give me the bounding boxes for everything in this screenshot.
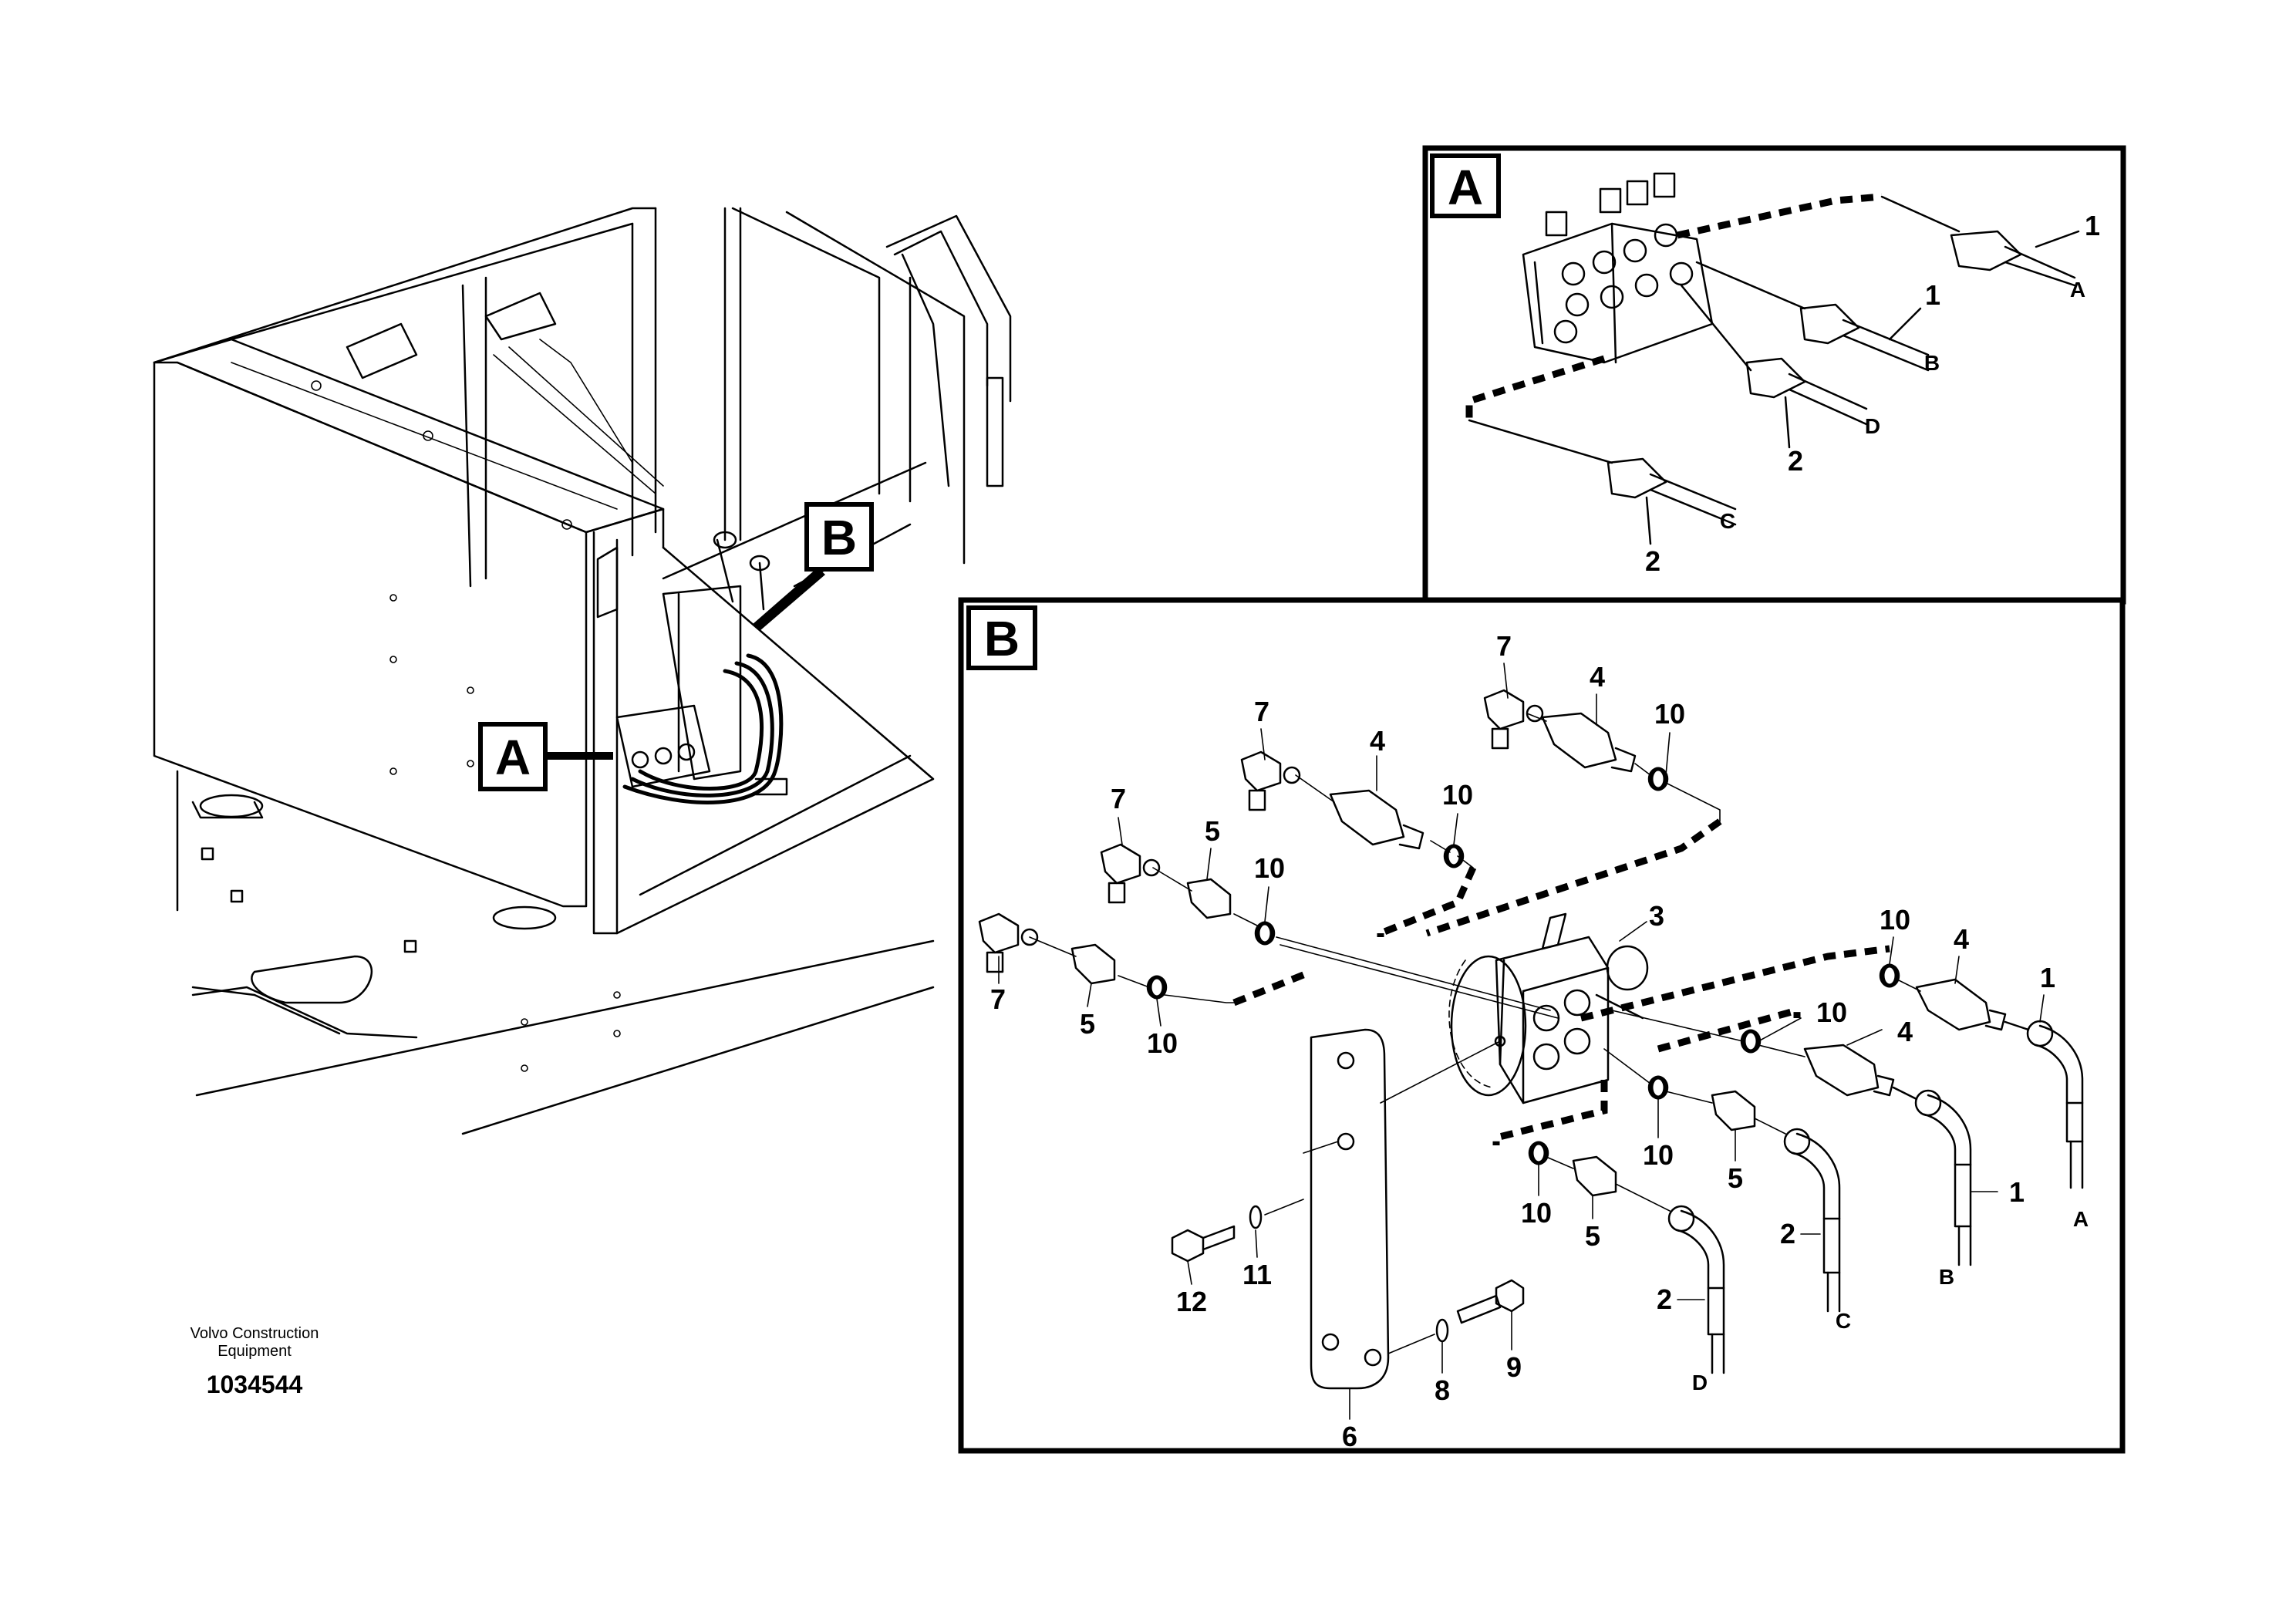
- frame-structure: [153, 207, 1012, 935]
- nipple-right-c: [1603, 1048, 1841, 1313]
- detail-b-callout-4: 7: [1254, 696, 1269, 727]
- detail-b-callout-5: 4: [1370, 725, 1385, 757]
- footer: Volvo Construction Equipment 1034544: [190, 1325, 319, 1398]
- detail-a-callout-4: 2: [1645, 545, 1660, 577]
- overview-label-a: A: [495, 730, 531, 785]
- bolt-9: [1456, 1279, 1525, 1324]
- detail-a-hose-d: [1680, 284, 1868, 426]
- elbow-fitting-2: [1240, 750, 1301, 811]
- control-valve-assembly: [615, 531, 788, 804]
- detail-b-letter-a: A: [2073, 1207, 2089, 1231]
- elbow-fitting-3: [1100, 843, 1161, 904]
- detail-b-callout-14: 10: [1880, 904, 1910, 936]
- company-name-line2: Equipment: [217, 1343, 292, 1360]
- detail-b-callout-25: 2: [1657, 1283, 1672, 1315]
- washer-11: [1249, 1199, 1304, 1229]
- detail-b-title: B: [984, 611, 1020, 666]
- overview-illustration: [153, 207, 1012, 1135]
- detail-b-panel: B: [958, 597, 2126, 1454]
- detail-b-letter-b: B: [1939, 1265, 1954, 1289]
- detail-a-letter-b: B: [1924, 351, 1940, 375]
- lower-frame: [191, 794, 935, 1135]
- detail-b-callout-22: 10: [1521, 1197, 1552, 1229]
- detail-b-callout-29: 8: [1435, 1374, 1450, 1406]
- detail-b-callout-18: 4: [1897, 1016, 1913, 1047]
- detail-b-callout-3: 10: [1654, 698, 1685, 730]
- detail-a-panel: A: [1422, 145, 2126, 605]
- detail-b-callout-6: 10: [1442, 779, 1473, 811]
- washer-8: [1387, 1318, 1449, 1354]
- drawing-number: 1034544: [207, 1371, 303, 1398]
- overview-label-b: B: [821, 510, 857, 565]
- detail-a-title: A: [1448, 160, 1483, 215]
- detail-b-callout-21: 1: [2009, 1176, 2025, 1208]
- detail-a-callout-3: 2: [1788, 445, 1803, 477]
- overview-callout-b: B: [752, 502, 874, 631]
- detail-a-hose-b: [1695, 261, 1930, 372]
- detail-b-callout-19: 10: [1643, 1139, 1674, 1171]
- cabinet: [153, 338, 665, 935]
- bracket: [1303, 1028, 1501, 1390]
- detail-a-letter-d: D: [1865, 414, 1880, 438]
- detail-a-hose-a: [1880, 195, 2076, 287]
- detail-b-callout-17: 10: [1816, 996, 1847, 1028]
- detail-a-callout-2: 1: [1925, 279, 1940, 311]
- o-rings: [1148, 767, 1899, 1165]
- detail-b-callout-15: 4: [1954, 923, 1969, 955]
- detail-b-callout-13: 3: [1649, 900, 1664, 932]
- company-name-line1: Volvo Construction: [190, 1325, 319, 1342]
- detail-b-callout-12: 10: [1147, 1027, 1178, 1059]
- adapter-right-b: [1611, 1010, 1972, 1266]
- detail-a-letter-c: C: [1720, 509, 1735, 533]
- detail-b-callout-7: 7: [1111, 783, 1126, 814]
- detail-a-hose-c: [1468, 419, 1737, 526]
- overview-callout-a: A: [478, 722, 613, 791]
- detail-b-callout-16: 1: [2040, 962, 2055, 993]
- detail-b-callout-23: 5: [1585, 1220, 1600, 1252]
- detail-b-callout-28: 6: [1342, 1421, 1357, 1452]
- detail-b-callout-26: 12: [1176, 1286, 1207, 1317]
- bolt-12: [1171, 1225, 1236, 1263]
- detail-b-callout-2: 4: [1590, 661, 1605, 693]
- detail-b-callout-9: 10: [1254, 852, 1285, 884]
- control-valve: [1448, 912, 1649, 1104]
- detail-b-callout-27: 11: [1242, 1259, 1272, 1290]
- detail-b-callout-20: 5: [1728, 1162, 1743, 1194]
- detail-b-callout-30: 9: [1506, 1351, 1522, 1383]
- detail-b-callout-10: 7: [990, 983, 1006, 1015]
- detail-b-letter-c: C: [1836, 1309, 1851, 1333]
- detail-b-callout-8: 5: [1205, 815, 1220, 847]
- detail-b-callout-1: 7: [1496, 630, 1512, 662]
- detail-a-letter-a: A: [2070, 278, 2085, 302]
- detail-b-callout-24: 2: [1780, 1218, 1795, 1249]
- detail-b-letter-d: D: [1692, 1371, 1708, 1394]
- elbow-fitting-4: [978, 912, 1039, 973]
- detail-b-callout-11: 5: [1080, 1008, 1095, 1040]
- detail-a-callout-1: 1: [2085, 210, 2100, 241]
